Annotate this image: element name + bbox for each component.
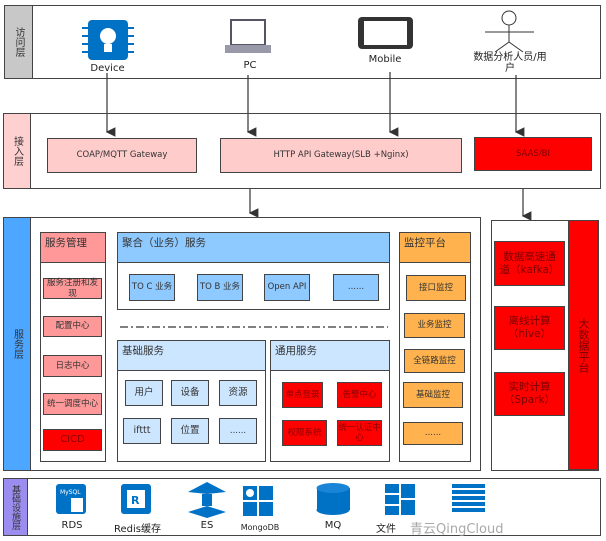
basic-item: ifttt bbox=[123, 418, 161, 444]
common-service: 通用服务 bbox=[270, 340, 390, 462]
infra-layer bbox=[3, 478, 601, 536]
client-mobile-label: Mobile bbox=[368, 54, 402, 65]
client-device-label: Device bbox=[90, 63, 125, 74]
common-service-title: 通用服务 bbox=[271, 341, 389, 371]
bigdata-item-hive: 离线计算（hive） bbox=[494, 306, 565, 350]
mgmt-item: 统一调度中心 bbox=[43, 393, 102, 415]
service-management-title: 服务管理 bbox=[41, 233, 105, 263]
monitor-item: 基础监控 bbox=[403, 382, 463, 408]
common-item: 单点登录 bbox=[282, 382, 323, 408]
service-management: 服务管理 bbox=[40, 232, 106, 462]
aggregate-item: Open API bbox=[264, 274, 310, 301]
infra-layer-label: 基础设施层 bbox=[4, 479, 28, 535]
aggregate-service: 聚合（业务）服务 bbox=[117, 232, 390, 310]
client-pc-label: PC bbox=[243, 60, 257, 71]
basic-service: 基础服务 bbox=[117, 340, 266, 462]
service-layer bbox=[3, 217, 481, 471]
monitor-item: 业务监控 bbox=[404, 313, 465, 338]
access-layer-label: 访问层 bbox=[5, 6, 33, 78]
access-layer bbox=[4, 5, 601, 79]
mgmt-item-cicd: CICD bbox=[43, 429, 102, 451]
ingress-layer bbox=[3, 113, 601, 189]
service-layer-label: 服务层 bbox=[4, 218, 31, 470]
http-api-gateway: HTTP API Gateway(SLB +Nginx) bbox=[220, 138, 462, 173]
mgmt-item: 日志中心 bbox=[43, 355, 102, 377]
common-item: 权限系统 bbox=[282, 420, 327, 446]
infra-mq-label: MQ bbox=[324, 520, 342, 531]
monitor-item: 接口监控 bbox=[406, 275, 466, 301]
svg-text:MySQL: MySQL bbox=[60, 489, 81, 496]
common-item: 告警中心 bbox=[337, 382, 382, 408]
laptop-icon bbox=[225, 19, 271, 53]
monitor-platform-title: 监控平台 bbox=[400, 233, 470, 263]
ingress-layer-label: 接入层 bbox=[4, 114, 31, 188]
tablet-icon bbox=[358, 17, 413, 49]
aggregate-item: ...... bbox=[333, 274, 379, 301]
redis-icon: R bbox=[121, 484, 151, 514]
infra-mongodb-label: MongoDB bbox=[240, 523, 280, 532]
svg-text:R: R bbox=[131, 494, 140, 507]
bigdata-platform-label: 大数据平台 bbox=[568, 220, 598, 470]
infra-redis-label: Redis缓存 bbox=[114, 524, 161, 535]
basic-item: 位置 bbox=[171, 418, 209, 444]
aggregate-item: TO C 业务 bbox=[129, 274, 175, 301]
infra-file-label: 文件 bbox=[376, 524, 396, 535]
mgmt-item: 服务注册和发现 bbox=[43, 278, 102, 299]
monitor-item: ...... bbox=[403, 422, 463, 445]
list-icon bbox=[452, 484, 485, 512]
basic-item: 资源 bbox=[219, 380, 257, 406]
aggregate-item: TO B 业务 bbox=[197, 274, 243, 301]
mysql-icon: MySQL bbox=[56, 484, 86, 514]
client-user-label: 数据分析人员/用户 bbox=[473, 52, 547, 74]
coap-mqtt-gateway: COAP/MQTT Gateway bbox=[47, 138, 197, 173]
infra-es-label: ES bbox=[200, 520, 214, 531]
basic-item: ...... bbox=[219, 418, 257, 444]
bigdata-platform bbox=[491, 220, 599, 471]
mgmt-item: 配置中心 bbox=[43, 316, 102, 337]
bigdata-item-spark: 实时计算（Spark） bbox=[494, 372, 565, 416]
monitor-item: 全链路监控 bbox=[404, 349, 465, 373]
grid-icon bbox=[243, 486, 273, 516]
bigdata-item-kafka: 数据高速通道（kafka） bbox=[494, 241, 565, 286]
watermark: 青云QingCloud bbox=[410, 522, 504, 537]
basic-item: 设备 bbox=[171, 380, 209, 406]
chip-bulb-icon bbox=[82, 20, 134, 60]
monitor-platform: 监控平台 bbox=[399, 232, 471, 462]
aggregate-service-title: 聚合（业务）服务 bbox=[118, 233, 389, 263]
elasticsearch-icon bbox=[188, 482, 226, 518]
cylinder-icon bbox=[316, 483, 350, 515]
person-icon bbox=[485, 10, 534, 53]
file-storage-icon bbox=[385, 484, 415, 515]
infra-rds-label: RDS bbox=[61, 520, 83, 531]
saas-bi: SAAS/BI bbox=[474, 137, 592, 171]
common-item: 统一认证中心 bbox=[337, 420, 382, 446]
basic-item: 用户 bbox=[125, 380, 163, 406]
basic-service-title: 基础服务 bbox=[118, 341, 265, 371]
